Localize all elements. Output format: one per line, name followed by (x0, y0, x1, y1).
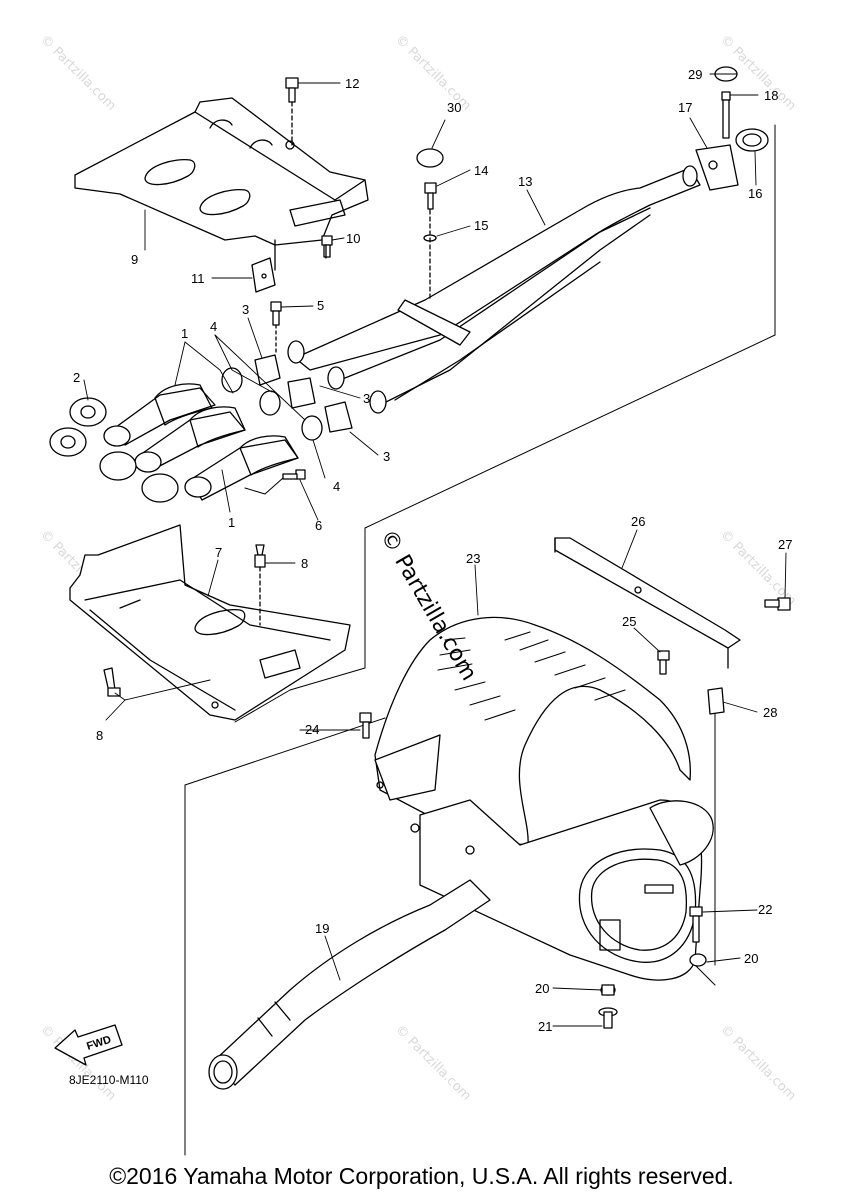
heat-protector-upper (74, 97, 369, 246)
bolt-6 (244, 469, 306, 495)
manifold-joint-upper (69, 354, 281, 447)
pipe-end-parts (695, 66, 769, 191)
callout-18: 18 (764, 88, 778, 103)
callout-15: 15 (474, 218, 488, 233)
callout-29: 29 (688, 67, 702, 82)
callout-8: 8 (96, 728, 103, 743)
heat-protector-lower (69, 524, 351, 721)
callout-4: 4 (333, 479, 340, 494)
callout-22: 22 (758, 902, 772, 917)
tail-pipe-19 (208, 879, 491, 1090)
callout-30: 30 (447, 100, 461, 115)
callout-28: 28 (763, 705, 777, 720)
leader-lines (83, 73, 787, 1027)
rivet-8 (103, 544, 266, 697)
watermark: © Partzilla.com (392, 32, 474, 114)
callout-1: 1 (228, 515, 235, 530)
callout-17: 17 (678, 100, 692, 115)
watermark: © Partzilla.com (392, 1022, 474, 1104)
callout-1: 1 (181, 326, 188, 341)
callout-labels: 12 9 10 11 30 14 15 13 17 18 29 16 1 4 3… (73, 67, 792, 1034)
assembly-boundary (184, 124, 776, 1156)
callout-16: 16 (748, 186, 762, 201)
callout-7: 7 (215, 545, 222, 560)
callout-2: 2 (73, 370, 80, 385)
callout-4: 4 (210, 319, 217, 334)
manifold-joint-lower (99, 401, 353, 503)
watermark: © Partzilla.com (717, 1022, 799, 1104)
fwd-arrow-icon: FWD (54, 1024, 123, 1066)
callout-20: 20 (535, 981, 549, 996)
callout-19: 19 (315, 921, 329, 936)
callout-14: 14 (474, 163, 488, 178)
callout-5: 5 (317, 298, 324, 313)
bolt-5 (270, 301, 282, 353)
bracket-11 (251, 257, 276, 293)
exhaust-pipe-13 (287, 165, 701, 414)
callout-12: 12 (345, 76, 359, 91)
callout-9: 9 (131, 252, 138, 267)
fasteners-small (359, 597, 791, 1029)
callout-10: 10 (346, 231, 360, 246)
callout-11: 11 (191, 271, 205, 286)
callout-3: 3 (242, 302, 249, 317)
callout-8: 8 (301, 556, 308, 571)
callout-3: 3 (383, 449, 390, 464)
muffler-protector-23 (374, 616, 691, 846)
callout-6: 6 (315, 518, 322, 533)
bracket-26 (554, 537, 741, 669)
callout-21: 21 (538, 1019, 552, 1034)
muffler-body (410, 799, 714, 981)
callout-20: 20 (744, 951, 758, 966)
bolt-10 (274, 235, 333, 271)
callout-3: 3 (363, 391, 370, 406)
bolt-14 (423, 182, 437, 301)
callout-13: 13 (518, 174, 532, 189)
callout-23: 23 (466, 551, 480, 566)
callout-26: 26 (631, 514, 645, 529)
bolt-12 (285, 77, 299, 146)
watermark: © Partzilla.com (37, 32, 119, 114)
manifold-joint-middle (49, 377, 316, 473)
callout-25: 25 (622, 614, 636, 629)
callout-27: 27 (778, 537, 792, 552)
copyright-notice: ©2016 Yamaha Motor Corporation, U.S.A. A… (109, 1163, 734, 1189)
callout-24: 24 (305, 722, 319, 737)
cap-30 (416, 148, 444, 168)
diagram-code: 8JE2110-M110 (69, 1073, 149, 1087)
